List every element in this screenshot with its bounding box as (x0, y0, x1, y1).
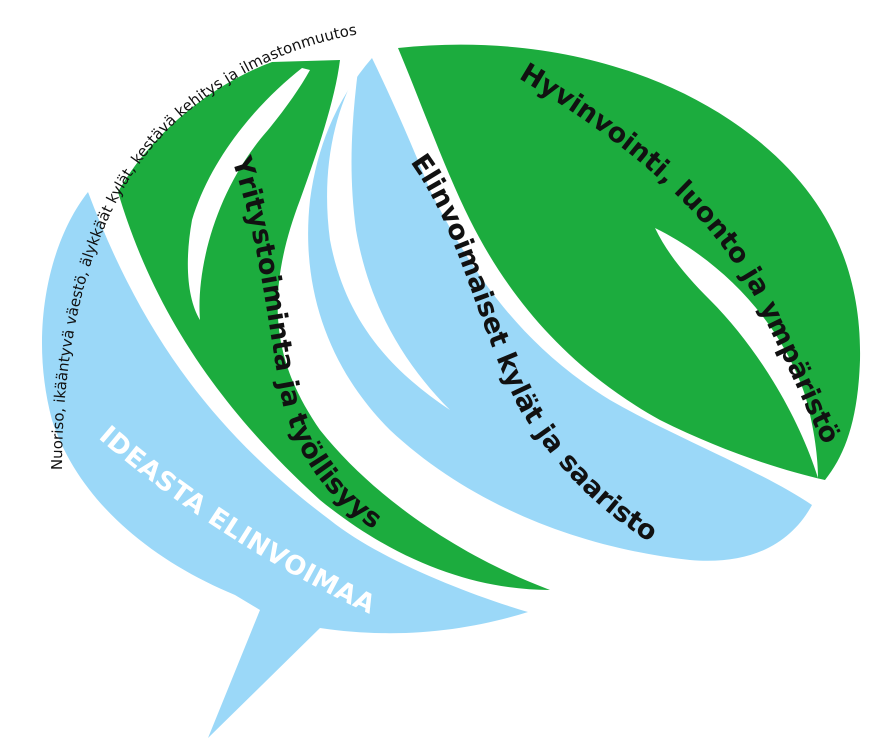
segment-gap-curve (187, 68, 310, 320)
speech-bubble-back (41, 192, 528, 738)
segment-hyvinvointi (398, 44, 861, 481)
segment-gap-curve (327, 70, 450, 410)
segment-gap-curve (655, 228, 818, 478)
segment-elinvoimaiset (308, 58, 812, 561)
